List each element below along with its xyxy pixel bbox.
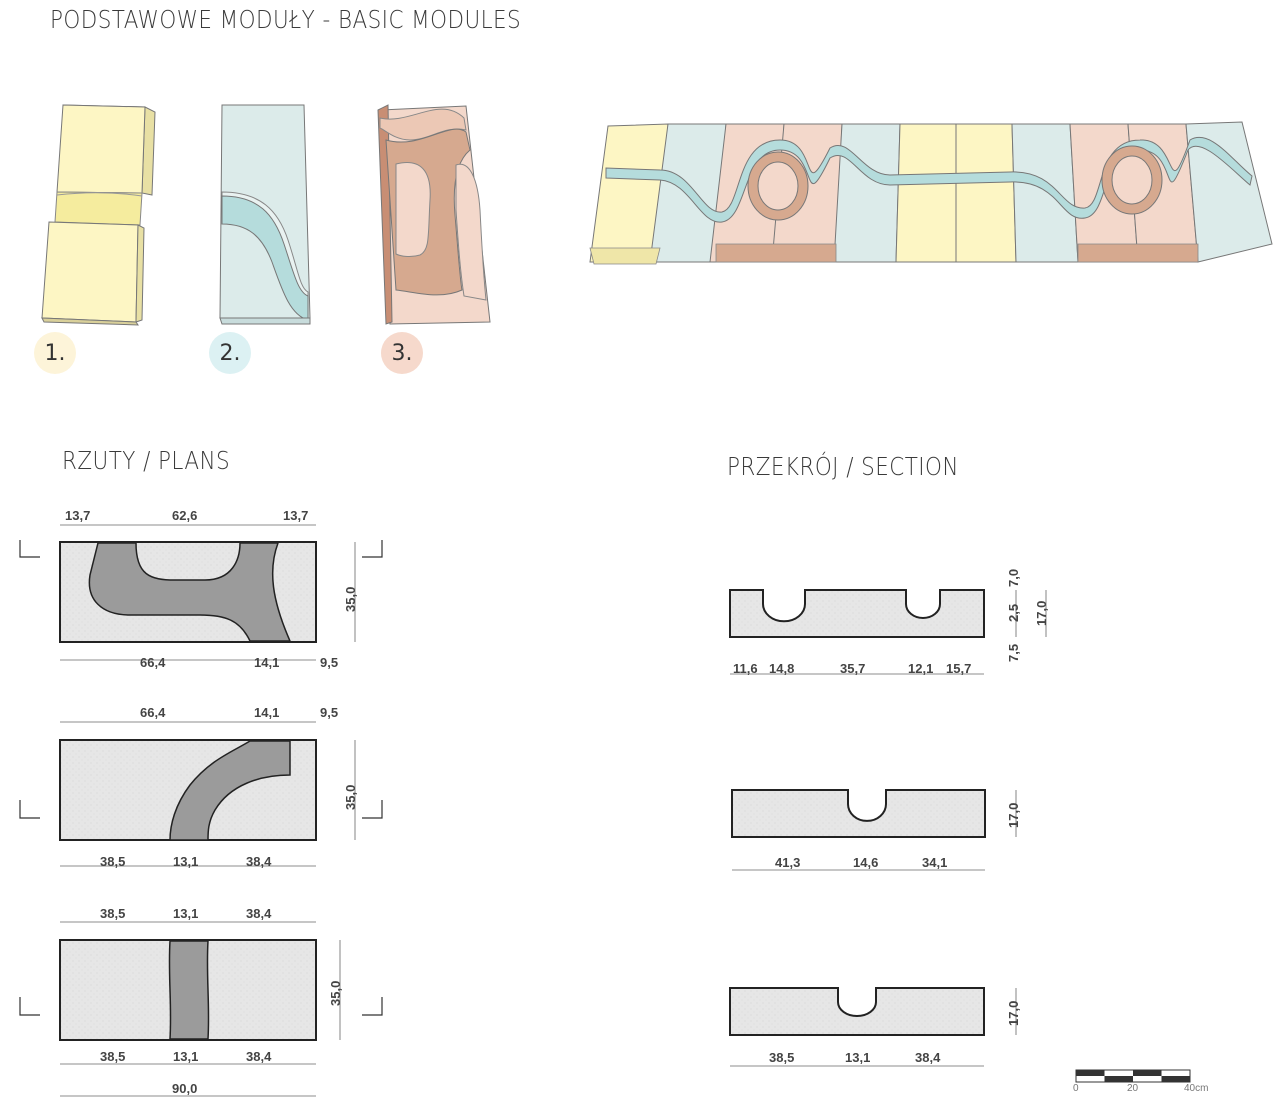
basic-modules-heading: PODSTAWOWE MODUŁY - BASIC MODULES: [50, 5, 522, 34]
plan-2-bottom-dim-2: 13,1: [173, 854, 198, 869]
plans-heading: RZUTY / PLANS: [62, 446, 231, 475]
section-3-bottom-dim-1: 38,5: [769, 1050, 794, 1065]
module-1-badge: 1.: [34, 332, 76, 374]
plan-3-bottom-dim-2: 13,1: [173, 1049, 198, 1064]
plan-1-bottom-dim-3: 9,5: [320, 655, 338, 670]
module-2-badge: 2.: [209, 332, 251, 374]
scale-label-0: 0: [1073, 1083, 1079, 1094]
plan-1-top-dim-3: 13,7: [283, 508, 308, 523]
section-heading: PRZEKRÓJ / SECTION: [727, 452, 959, 481]
section-1: 11,6 14,8 35,7 12,1 15,7 7,0 2,5 7,5 17,…: [729, 569, 1049, 676]
assembled-modules-drawing: [589, 121, 1273, 265]
section-1-bottom-dim-4: 12,1: [908, 661, 933, 676]
section-1-bottom-dim-1: 11,6: [733, 661, 758, 676]
section-1-height-dim: 17,0: [1034, 601, 1049, 626]
module-3-drawing: [377, 104, 491, 325]
section-2-height-dim: 17,0: [1006, 803, 1021, 828]
plan-2-top-dim-1: 66,4: [140, 705, 166, 720]
plan-3-channel: [168, 940, 210, 1040]
plan-1-channel: [88, 542, 292, 642]
section-1-bottom-dim-5: 15,7: [946, 661, 971, 676]
plan-3-bottom-dim-3: 38,4: [246, 1049, 272, 1064]
plan-1-side-dim: 35,0: [343, 587, 358, 612]
plan-2-side-dim: 35,0: [343, 785, 358, 810]
section-3-bottom-dim-2: 13,1: [845, 1050, 870, 1065]
plan-2-bottom-dim-1: 38,5: [100, 854, 125, 869]
plan-1-bottom-dim-2: 14,1: [254, 655, 279, 670]
plan-3-side-dim: 35,0: [328, 981, 343, 1006]
plan-1-top-dim-1: 13,7: [65, 508, 90, 523]
section-2-bottom-dim-2: 14,6: [853, 855, 878, 870]
plan-3-total-dim: 90,0: [172, 1081, 197, 1096]
plan-3: 38,5 13,1 38,4 38,5 13,1 38,4 90,0 35,0: [19, 906, 383, 1097]
section-2-bottom-dim-1: 41,3: [775, 855, 800, 870]
section-1-side-dim-2: 2,5: [1006, 604, 1021, 622]
section-1-outline: [729, 589, 985, 638]
scale-label-40: 40cm: [1184, 1083, 1208, 1094]
section-2-bottom-dim-3: 34,1: [922, 855, 947, 870]
section-3-height-dim: 17,0: [1006, 1001, 1021, 1026]
plan-2: 66,4 14,1 9,5 38,5 13,1 38,4 35,0: [19, 705, 383, 869]
module-2-drawing: [219, 104, 311, 325]
plan-2-bottom-dim-3: 38,4: [246, 854, 272, 869]
plan-3-bottom-dim-1: 38,5: [100, 1049, 125, 1064]
plan-2-channel: [169, 740, 291, 841]
scale-bar: 0 20 40cm: [1073, 1069, 1208, 1094]
plan-3-top-dim-1: 38,5: [100, 906, 125, 921]
plan-1-top-dim-2: 62,6: [172, 508, 197, 523]
section-1-side-dim-3: 7,5: [1006, 644, 1021, 662]
module-1-drawing: [41, 104, 156, 326]
scale-label-20: 20: [1127, 1083, 1139, 1094]
module-3-badge: 3.: [381, 332, 423, 374]
section-1-side-dim-1: 7,0: [1006, 569, 1021, 587]
section-1-bottom-dim-2: 14,8: [769, 661, 794, 676]
section-2: 41,3 14,6 34,1 17,0: [731, 789, 1021, 871]
section-2-outline: [731, 789, 986, 838]
plan-3-top-dim-2: 13,1: [173, 906, 198, 921]
section-3-bottom-dim-3: 38,4: [915, 1050, 941, 1065]
section-3: 38,5 13,1 38,4 17,0: [729, 987, 1021, 1067]
section-3-outline: [729, 987, 985, 1036]
plan-3-top-dim-3: 38,4: [246, 906, 272, 921]
plan-2-top-dim-3: 9,5: [320, 705, 338, 720]
plan-1-bottom-dim-1: 66,4: [140, 655, 166, 670]
plan-1: 13,7 62,6 13,7 66,4 14,1 9,5 35,0: [19, 508, 383, 670]
section-1-bottom-dim-3: 35,7: [840, 661, 865, 676]
plan-2-top-dim-2: 14,1: [254, 705, 279, 720]
